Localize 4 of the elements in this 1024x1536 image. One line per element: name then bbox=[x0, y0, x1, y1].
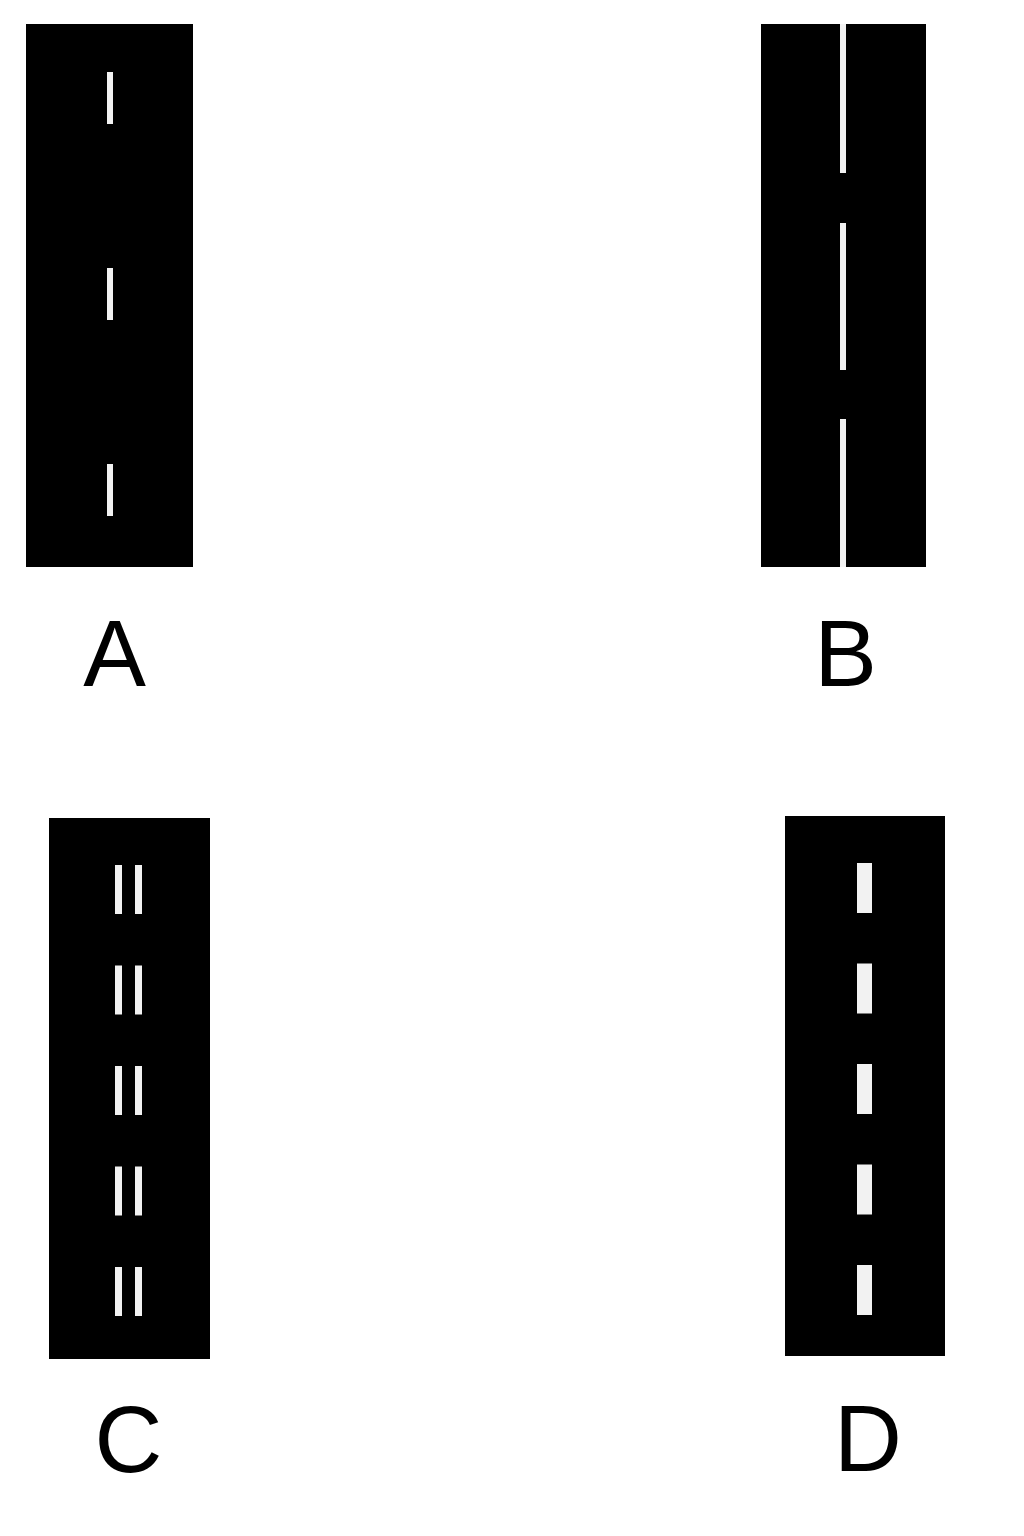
option-label: D bbox=[834, 1392, 902, 1486]
option-label: A bbox=[83, 607, 146, 701]
option-label: C bbox=[94, 1393, 163, 1487]
option-label: B bbox=[814, 607, 877, 701]
